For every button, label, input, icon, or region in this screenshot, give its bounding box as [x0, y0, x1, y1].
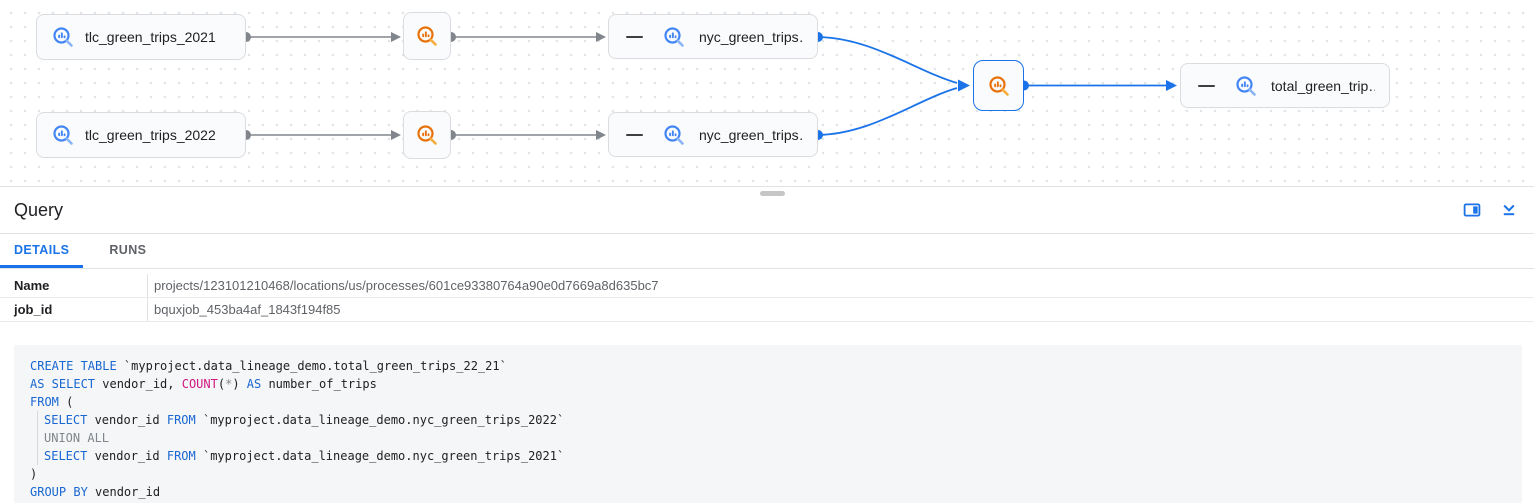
node-nyc-green-trips-2022[interactable]: nyc_green_trips…: [608, 112, 818, 157]
detail-label-name: Name: [14, 278, 50, 293]
node-query-2021[interactable]: [403, 12, 451, 60]
query-details-panel: Query DETAILS RUNS Name projects/1231012…: [0, 186, 1534, 503]
panel-title: Query: [14, 199, 64, 220]
node-label: tlc_green_trips_2022: [85, 127, 216, 143]
node-label: total_green_trip…: [1271, 77, 1375, 94]
node-label: tlc_green_trips_2021: [85, 29, 216, 45]
edge-query2-to-nyc2022: [446, 130, 606, 140]
edge-nyc2022-to-selected-query: [813, 87, 958, 140]
collapse-panel-icon[interactable]: [1500, 201, 1518, 219]
detail-value-name: projects/123101210468/locations/us/proce…: [147, 274, 659, 297]
node-tlc-green-trips-2022[interactable]: tlc_green_trips_2022: [36, 112, 246, 158]
query-icon: [417, 125, 437, 145]
panel-header: Query: [0, 187, 1534, 234]
edge-tlc2021-to-query1: [241, 32, 401, 42]
collapse-minus-icon[interactable]: [1198, 84, 1215, 87]
node-tlc-green-trips-2021[interactable]: tlc_green_trips_2021: [36, 14, 246, 60]
query-icon: [988, 75, 1009, 96]
table-search-icon: [664, 124, 684, 145]
sql-code: CREATE TABLE `myproject.data_lineage_dem…: [14, 345, 1522, 503]
table-search-icon: [53, 125, 73, 145]
side-panel-icon[interactable]: [1463, 201, 1481, 219]
table-row: job_id bquxjob_453ba4af_1843f194f85: [0, 298, 1534, 322]
node-label: nyc_green_trips…: [699, 126, 803, 143]
detail-label-job-id: job_id: [14, 302, 53, 317]
collapse-minus-icon[interactable]: [626, 35, 643, 38]
lineage-graph[interactable]: tlc_green_trips_2021 tlc_green_trips_202…: [0, 0, 1534, 186]
edge-selected-query-to-total: [1019, 80, 1177, 91]
edge-query1-to-nyc2021: [446, 32, 606, 42]
node-label: nyc_green_trips…: [699, 28, 803, 45]
edge-nyc2021-to-selected-query: [813, 32, 958, 84]
edge-tlc2022-to-query2: [241, 130, 401, 140]
panel-resize-handle[interactable]: [760, 191, 785, 196]
node-nyc-green-trips-2021[interactable]: nyc_green_trips…: [608, 14, 818, 59]
node-total-green-trips[interactable]: total_green_trip…: [1180, 63, 1390, 108]
detail-value-job-id: bquxjob_453ba4af_1843f194f85: [147, 298, 341, 321]
collapse-minus-icon[interactable]: [626, 133, 643, 136]
query-icon: [417, 26, 437, 46]
details-table: Name projects/123101210468/locations/us/…: [0, 274, 1534, 322]
panel-tabs: DETAILS RUNS: [0, 234, 1534, 269]
table-search-icon: [1236, 75, 1256, 96]
node-query-2022[interactable]: [403, 111, 451, 159]
table-search-icon: [664, 26, 684, 47]
tab-details[interactable]: DETAILS: [0, 234, 84, 268]
tab-runs[interactable]: RUNS: [109, 242, 147, 257]
table-row: Name projects/123101210468/locations/us/…: [0, 274, 1534, 298]
table-search-icon: [53, 27, 73, 47]
node-query-selected[interactable]: [973, 60, 1024, 111]
